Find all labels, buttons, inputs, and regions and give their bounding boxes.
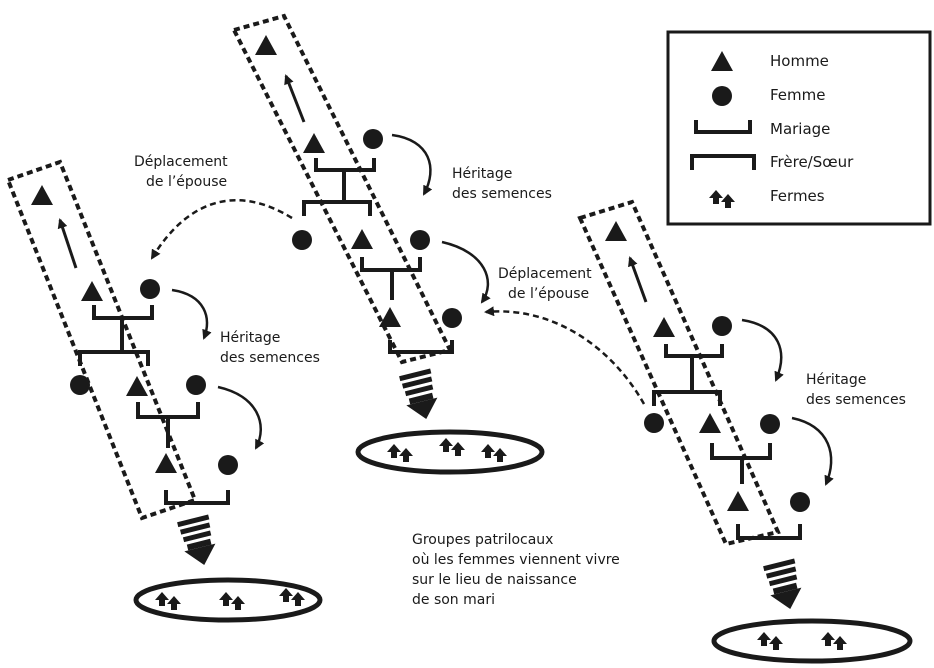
wife-move-label: de l’épouse xyxy=(146,174,227,190)
sibling-bracket-icon xyxy=(690,154,756,170)
marriage-bracket xyxy=(164,490,230,505)
man-icon xyxy=(155,453,177,473)
inheritance-arrow xyxy=(171,288,212,340)
man-icon xyxy=(255,35,277,55)
man-icon xyxy=(379,307,401,327)
farm-icon xyxy=(279,588,305,606)
wife-move-label: de l’épouse xyxy=(508,286,589,302)
inheritance-arrow xyxy=(791,416,834,486)
caption-line: sur le lieu de naissance xyxy=(412,572,577,588)
legend-marriage: Mariage xyxy=(770,120,830,138)
farm-icon xyxy=(821,632,847,650)
inheritance-label: Héritage xyxy=(452,166,512,182)
woman-icon xyxy=(644,413,664,433)
man-icon xyxy=(727,491,749,511)
lineage-middle xyxy=(231,13,545,475)
man-icon xyxy=(81,281,103,301)
farm-icon xyxy=(439,438,465,456)
seed-arrow xyxy=(763,558,802,609)
marriage-bracket xyxy=(388,340,454,354)
marriage-bracket xyxy=(360,257,422,272)
woman-icon xyxy=(70,375,90,395)
farm-field xyxy=(711,618,913,664)
caption-line: Groupes patrilocaux xyxy=(412,532,553,548)
legend: Homme Femme Mariage Frère/Sœur Fermes xyxy=(666,30,932,226)
man-icon xyxy=(351,229,373,249)
inheritance-label: Héritage xyxy=(220,330,280,346)
legend-woman: Femme xyxy=(770,86,826,104)
farm-icon xyxy=(481,444,507,462)
inheritance-label: des semences xyxy=(806,392,906,408)
woman-icon xyxy=(790,492,810,512)
legend-man: Homme xyxy=(770,52,829,70)
woman-icon xyxy=(442,308,462,328)
legend-siblings: Frère/Sœur xyxy=(770,153,854,171)
inheritance-label: des semences xyxy=(452,186,552,202)
arrow-up xyxy=(628,256,648,303)
arrow-up xyxy=(284,74,306,123)
lineage-right xyxy=(577,199,913,664)
woman-icon xyxy=(292,230,312,250)
marriage-bracket xyxy=(736,524,802,540)
man-icon xyxy=(303,133,325,153)
woman-icon xyxy=(760,414,780,434)
legend-farms: Fermes xyxy=(770,187,825,205)
man-icon xyxy=(31,185,53,205)
marriage-bracket xyxy=(314,158,376,172)
farm-icon xyxy=(155,592,181,610)
inheritance-arrow xyxy=(217,385,265,450)
woman-icon xyxy=(186,375,206,395)
sibling-bracket xyxy=(652,390,722,406)
arrow-up xyxy=(57,218,78,269)
sibling-bracket xyxy=(78,350,150,366)
lineage-frame xyxy=(577,199,781,547)
sibling-bracket xyxy=(302,200,372,216)
farm-field xyxy=(355,429,545,475)
wife-move-arrow xyxy=(484,306,646,405)
woman-icon xyxy=(218,455,238,475)
man-icon xyxy=(653,317,675,337)
farm-icon xyxy=(219,592,245,610)
wife-move-label: Déplacement xyxy=(134,154,228,170)
wife-move-label: Déplacement xyxy=(498,266,592,282)
woman-icon xyxy=(363,129,383,149)
farm-field xyxy=(133,577,323,623)
wife-move-arrow xyxy=(150,198,293,260)
marriage-bracket-icon xyxy=(694,120,752,134)
inheritance-arrow xyxy=(391,133,433,196)
man-icon xyxy=(605,221,627,241)
circle-icon xyxy=(712,86,732,106)
inheritance-arrow xyxy=(741,318,784,382)
marriage-bracket xyxy=(92,305,154,320)
inheritance-label: des semences xyxy=(220,350,320,366)
lineage-left xyxy=(5,159,323,623)
man-icon xyxy=(699,413,721,433)
inheritance-label: Héritage xyxy=(806,372,866,388)
farm-icon xyxy=(757,632,783,650)
man-icon xyxy=(126,376,148,396)
marriage-bracket xyxy=(136,402,200,419)
legend-box xyxy=(666,30,932,226)
seed-arrow xyxy=(399,368,438,419)
inheritance-arrow xyxy=(441,240,491,304)
woman-icon xyxy=(712,316,732,336)
woman-icon xyxy=(140,279,160,299)
caption-line: où les femmes viennent vivre xyxy=(412,552,620,568)
woman-icon xyxy=(410,230,430,250)
caption-line: de son mari xyxy=(412,592,495,608)
farm-icon xyxy=(387,444,413,462)
seed-arrow xyxy=(177,514,216,565)
